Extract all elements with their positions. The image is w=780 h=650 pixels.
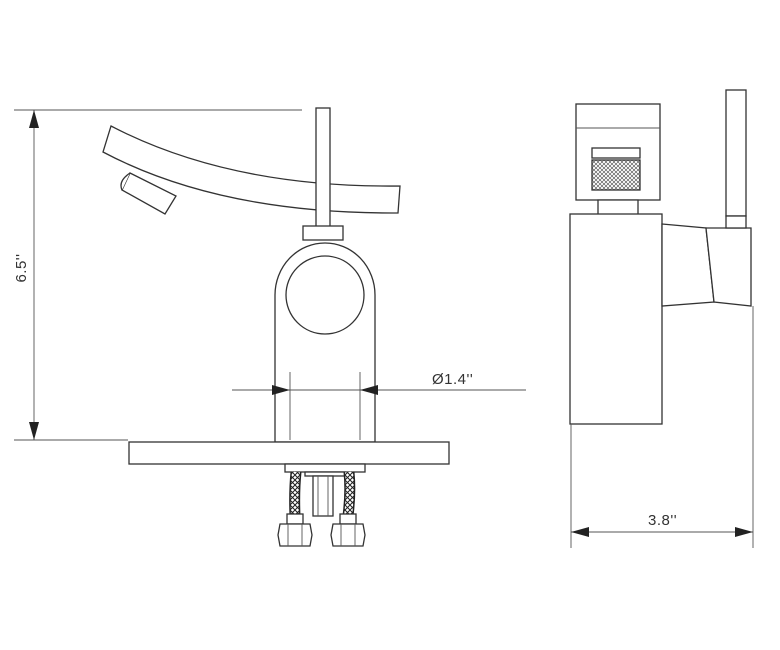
depth-dimension: 3.8'' bbox=[570, 306, 754, 548]
faucet-body bbox=[274, 242, 376, 443]
side-body bbox=[569, 213, 752, 425]
spout-head bbox=[575, 103, 661, 201]
depth-label: 3.8'' bbox=[648, 512, 677, 529]
countertop bbox=[128, 441, 450, 465]
supply-hoses bbox=[277, 471, 366, 547]
height-dimension: 6.5'' bbox=[13, 109, 302, 441]
front-view: 6.5'' Ø1.4'' bbox=[13, 107, 526, 547]
mounting-hardware bbox=[284, 463, 366, 517]
diameter-label: Ø1.4'' bbox=[432, 371, 473, 388]
diameter-dimension: Ø1.4'' bbox=[232, 371, 526, 440]
lever-handle bbox=[302, 107, 344, 241]
height-label: 6.5'' bbox=[13, 253, 30, 282]
side-lever bbox=[725, 89, 747, 229]
spout bbox=[102, 125, 401, 215]
side-view: 3.8'' bbox=[569, 89, 754, 548]
